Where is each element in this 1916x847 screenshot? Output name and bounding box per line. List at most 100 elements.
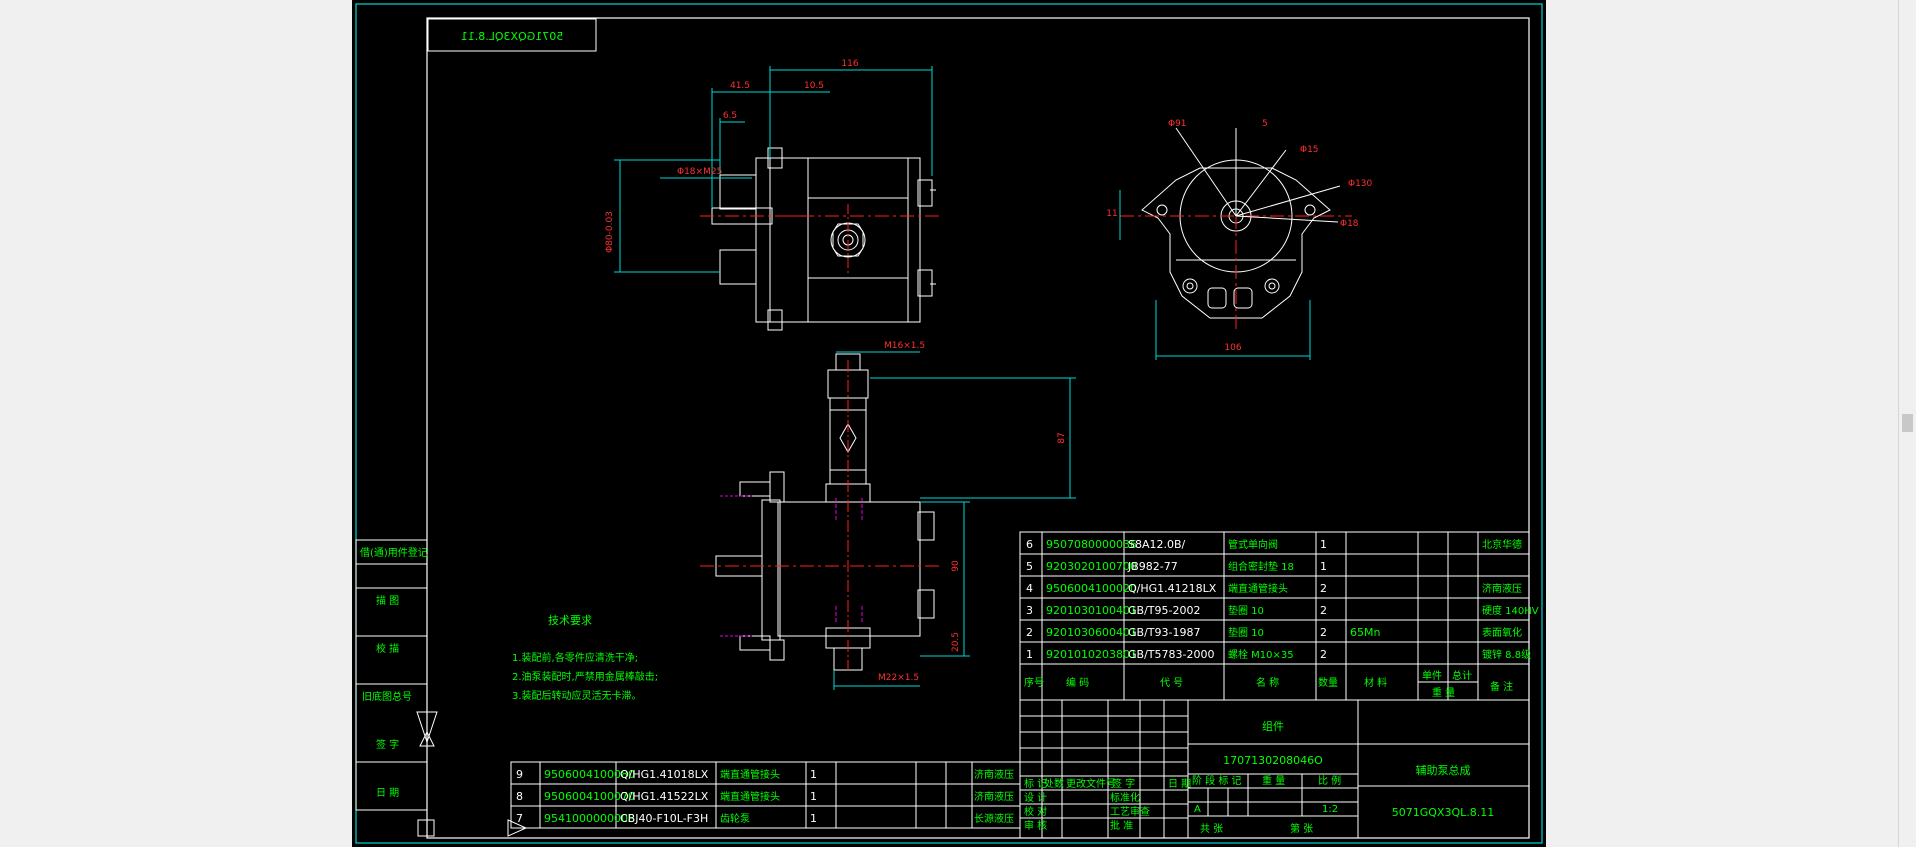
tech-line-1: 1.装配前,各零件应清洗干净; <box>512 651 638 664</box>
left-block-4: 签 字 <box>376 738 399 751</box>
bom-u4-no: 2 <box>1026 626 1033 639</box>
bom-u1-no: 5 <box>1026 560 1033 573</box>
left-sign-block: 借(通)用件登记 描 图 校 描 旧底图总号 签 字 日 期 <box>355 539 528 837</box>
bom-head-weight: 重 量 <box>1432 686 1455 699</box>
bom-u2-name: 端直通管接头 <box>1228 582 1288 595</box>
pump-front-view: 116 41.5 10.5 6.5 Φ18×M25 Φ80-0.03 <box>605 59 940 331</box>
bom-u3-name: 垫圈 10 <box>1228 604 1264 617</box>
bom-u0-note: 北京华德 <box>1482 538 1522 551</box>
bom-u5-note: 镀锌 8.8级 <box>1482 648 1531 661</box>
tb-code: 5071GQX3QL.8.11 <box>1392 806 1495 819</box>
bom-u1-name: 组合密封垫 18 <box>1228 560 1294 573</box>
bom-l0-qty: 1 <box>810 768 817 781</box>
bom-u3-no: 3 <box>1026 604 1033 617</box>
dim-205: 20.5 <box>951 632 961 652</box>
bom-u3-qty: 2 <box>1320 604 1327 617</box>
tb-number: 1707130208046O <box>1223 754 1323 767</box>
bom-u2-no: 4 <box>1026 582 1033 595</box>
drawing-canvas <box>352 0 1546 847</box>
tb-label-date: 日 期 <box>1168 778 1191 790</box>
bom-u1-qty: 1 <box>1320 560 1327 573</box>
bom-l1-qty: 1 <box>810 790 817 803</box>
left-block-0: 借(通)用件登记 <box>360 546 428 559</box>
bom-u0-std: S8A12.0B/ <box>1128 538 1186 551</box>
bom-u0-code: 9507080000036 <box>1046 538 1137 551</box>
tb-label-std: 标准化 <box>1110 791 1140 804</box>
bom-u5-code: 9201010203801 <box>1046 648 1137 661</box>
tb-stage: A <box>1194 804 1201 815</box>
bom-u2-code: 9506004100020 <box>1046 582 1137 595</box>
left-block-5: 日 期 <box>376 787 399 799</box>
left-block-3: 旧底图总号 <box>362 690 412 703</box>
bom-u5-qty: 2 <box>1320 648 1327 661</box>
bom-l2-no: 7 <box>516 812 523 825</box>
tb-kind: 组件 <box>1262 719 1284 733</box>
tb-label-process: 工艺审查 <box>1110 805 1150 818</box>
tech-line-2: 2.油泵装配时,严禁用金属棒敲击; <box>512 670 658 683</box>
title-block: 标 记 处数 更改文件号 签 字 日 期 设 计 校 对 审 核 标准化 工艺审… <box>1019 699 1530 839</box>
dim-m22: M22×1.5 <box>878 673 919 683</box>
bom-u3-note: 硬度 140HV <box>1482 604 1539 617</box>
tb-label-design: 设 计 <box>1024 791 1047 804</box>
pump-side-view: 106 11 Φ91 5 Φ15 Φ130 Φ18 <box>1106 119 1373 360</box>
tb-label-weight: 重 量 <box>1262 774 1285 787</box>
bom-l1-note: 济南液压 <box>974 790 1014 803</box>
dim-top-41: 41.5 <box>730 81 750 91</box>
tb-label-stage: 阶 段 标 记 <box>1192 774 1242 787</box>
bom-u3-code: 9201030100401 <box>1046 604 1137 617</box>
stamp-code: 5071GQX3QL.8.11 <box>461 30 564 43</box>
tb-label-sign: 签 字 <box>1112 777 1135 790</box>
bom-u0-qty: 1 <box>1320 538 1327 551</box>
tb-label-scale: 比 例 <box>1318 774 1341 787</box>
dim-right-11: 11 <box>1106 209 1117 219</box>
bom-l2-name: 齿轮泵 <box>720 812 750 825</box>
bom-u1-code: 9203020100700 <box>1046 560 1137 573</box>
bom-upper: 6 9507080000036 S8A12.0B/ 管式单向阀 1 北京华德 5… <box>1019 531 1539 701</box>
bom-head-note: 备 注 <box>1490 680 1513 693</box>
technical-requirements: 技术要求 1.装配前,各零件应清洗干净; 2.油泵装配时,严禁用金属棒敲击; 3… <box>512 614 658 702</box>
tb-label-count: 处数 <box>1044 777 1064 790</box>
bom-l2-std: CBJ40-F10L-F3H <box>620 812 708 825</box>
dim-shaft: Φ18×M25 <box>677 167 722 177</box>
tb-scale: 1:2 <box>1322 804 1338 815</box>
mirrored-stamp: 5071GQX3QL.8.11 <box>427 18 597 52</box>
bom-u4-qty: 2 <box>1320 626 1327 639</box>
bom-l0-name: 端直通管接头 <box>720 768 780 781</box>
bom-u0-name: 管式单向阀 <box>1228 538 1278 551</box>
tb-name: 辅助泵总成 <box>1416 763 1471 777</box>
bom-l2-qty: 1 <box>810 812 817 825</box>
bom-head-total: 总计 <box>1452 669 1472 682</box>
bom-head-code: 编 码 <box>1066 676 1089 689</box>
bom-head-qty: 数量 <box>1318 676 1338 689</box>
bom-u5-name: 螺栓 M10×35 <box>1228 648 1294 661</box>
bom-head-no: 序号 <box>1024 676 1044 689</box>
tech-title: 技术要求 <box>548 614 592 627</box>
bom-l2-note: 长源液压 <box>974 812 1014 825</box>
dim-right-phi15: Φ15 <box>1300 145 1319 155</box>
bom-u3-std: GB/T95-2002 <box>1128 604 1200 617</box>
bom-u2-qty: 2 <box>1320 582 1327 595</box>
dim-right-130: Φ130 <box>1348 179 1373 189</box>
bom-head-mat: 材 料 <box>1364 676 1387 689</box>
dim-right-key: 5 <box>1262 119 1268 129</box>
bom-u0-no: 6 <box>1026 538 1033 551</box>
bom-u5-std: GB/T5783-2000 <box>1128 648 1214 661</box>
bom-l0-no: 9 <box>516 768 523 781</box>
dim-top-65: 6.5 <box>723 111 737 121</box>
bom-head-name: 名 称 <box>1256 676 1279 689</box>
vertical-scrollbar[interactable] <box>1898 0 1916 847</box>
bom-l2-code: 9541000000008 <box>544 812 635 825</box>
dim-m16: M16×1.5 <box>884 341 925 351</box>
pump-top-view: M16×1.5 87 90 20.5 M22×1.5 <box>700 341 1076 690</box>
scroll-thumb[interactable] <box>1902 414 1913 432</box>
dim-top-width: 116 <box>841 59 858 69</box>
bom-u4-mat: 65Mn <box>1350 626 1380 639</box>
tech-line-3: 3.装配后转动应灵活无卡滞。 <box>512 689 642 702</box>
bom-u4-name: 垫圈 10 <box>1228 626 1264 639</box>
dim-top-105: 10.5 <box>804 81 824 91</box>
bom-u4-std: GB/T93-1987 <box>1128 626 1200 639</box>
bom-l0-std: Q/HG1.41018LX <box>620 768 709 781</box>
dim-bore: Φ80-0.03 <box>605 211 615 253</box>
